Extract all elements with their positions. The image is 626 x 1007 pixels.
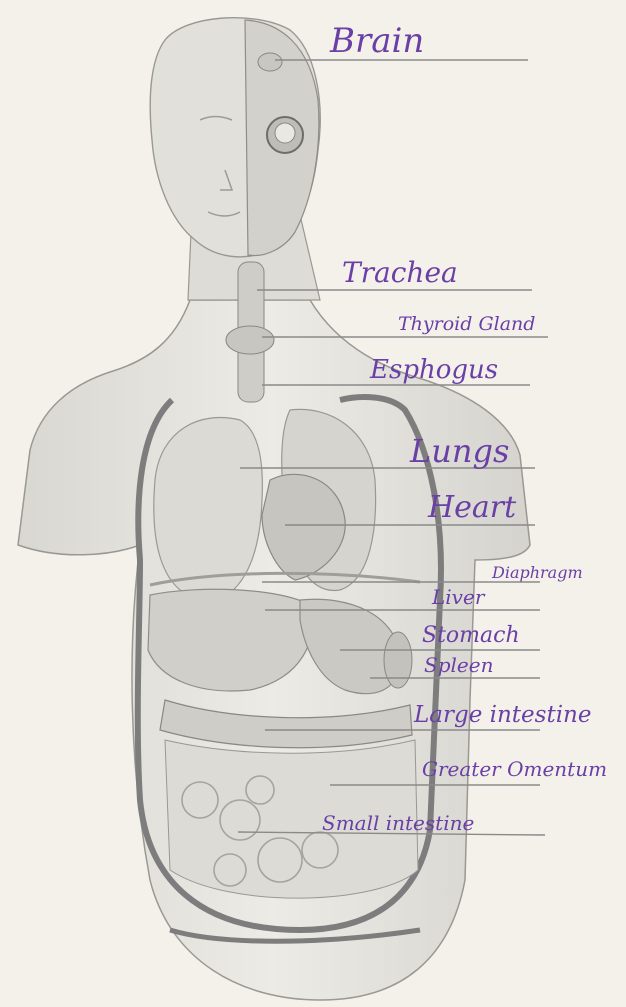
brain-top [258,53,282,71]
spleen-shape [384,632,412,688]
label-stomach: Stomach [422,623,520,648]
label-heart: Heart [427,490,517,525]
label-thyroid: Thyroid Gland [398,313,535,335]
label-small-intestine: Small intestine [322,811,474,835]
label-spleen: Spleen [424,653,493,677]
label-liver: Liver [431,585,486,609]
label-brain: Brain [329,21,424,61]
label-large-intestine: Large intestine [413,702,591,728]
label-diaphragm: Diaphragm [491,563,583,582]
label-esophagus: Esphogus [369,355,498,385]
label-greater-omentum: Greater Omentum [422,757,607,781]
label-lungs: Lungs [409,432,509,470]
eyeball [275,123,295,143]
thyroid-shape [226,326,274,354]
label-trachea: Trachea [342,256,458,289]
